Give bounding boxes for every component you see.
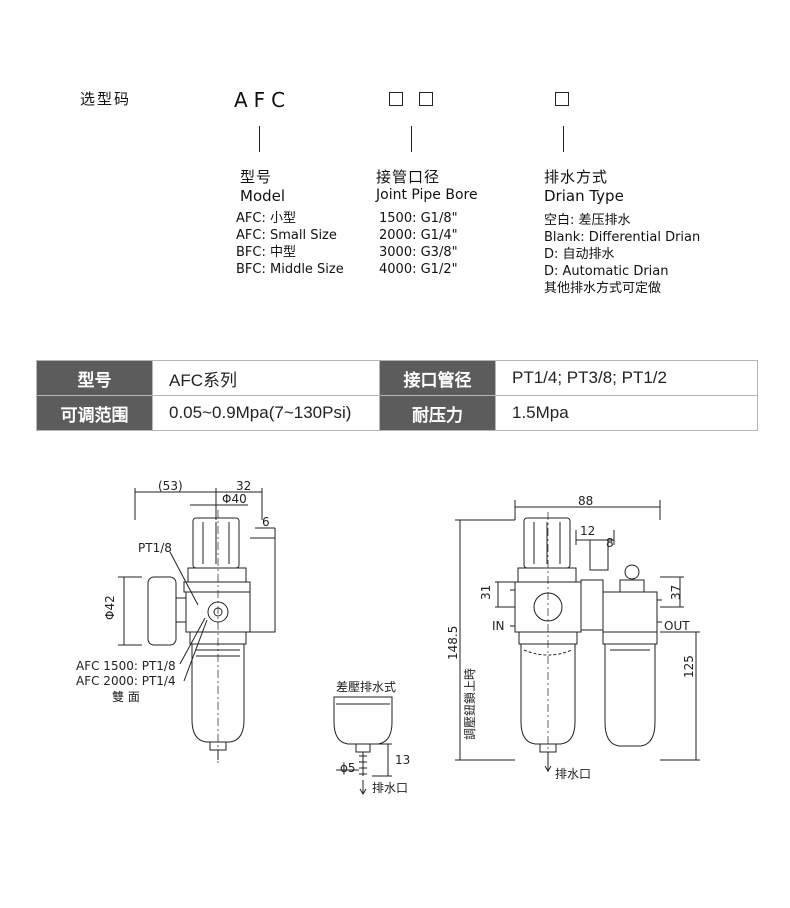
dim-label: 31 xyxy=(479,585,493,600)
dim-label: ϕ5 xyxy=(340,761,356,775)
spec-key: 接口管径 xyxy=(379,360,496,396)
bore-item: 2000: G1/4" xyxy=(379,228,458,243)
code-box-bore-2 xyxy=(419,92,433,106)
bore-title-en: Joint Pipe Bore xyxy=(376,187,478,203)
dim-label: Φ42 xyxy=(103,595,117,620)
right-front-view xyxy=(455,500,700,772)
dim-label: Φ40 xyxy=(222,492,247,506)
spec-table: 型号 AFC系列 接口管径 PT1/4; PT3/8; PT1/2 可调范围 0… xyxy=(36,360,758,431)
spec-value: 1.5Mpa xyxy=(495,395,758,431)
detail-title: 差壓排水式 xyxy=(336,680,396,694)
left-side-view xyxy=(118,488,276,765)
model-title-cn: 型号 xyxy=(240,168,273,186)
model-prefix: AFC xyxy=(234,88,292,112)
note-label: AFC 2000: PT1/4 xyxy=(76,674,176,688)
spec-row: 可调范围 0.05~0.9Mpa(7~130Psi) 耐压力 1.5Mpa xyxy=(36,395,758,431)
model-item: BFC: 中型 xyxy=(236,245,296,260)
dim-label: 125 xyxy=(682,655,696,678)
leader-bore xyxy=(411,126,412,152)
drain-label: 排水口 xyxy=(555,767,591,781)
drain-item: Blank: Differential Drian xyxy=(544,230,701,245)
code-box-bore-1 xyxy=(389,92,403,106)
spec-key: 型号 xyxy=(36,360,153,396)
dim-label: 6 xyxy=(262,515,270,529)
spec-value: PT1/4; PT3/8; PT1/2 xyxy=(495,360,758,396)
spec-value: 0.05~0.9Mpa(7~130Psi) xyxy=(152,395,380,431)
selection-code-label: 选型码 xyxy=(80,90,132,108)
port-label: IN xyxy=(492,619,505,633)
model-item: AFC: 小型 xyxy=(236,211,296,226)
dim-label: 8 xyxy=(606,536,614,550)
drain-item: D: Automatic Drian xyxy=(544,264,669,279)
dim-label: 88 xyxy=(578,494,593,508)
dim-label: 37 xyxy=(669,585,683,600)
note-label: AFC 1500: PT1/8 xyxy=(76,659,176,673)
spec-row: 型号 AFC系列 接口管径 PT1/4; PT3/8; PT1/2 xyxy=(36,360,758,396)
bore-item: 3000: G3/8" xyxy=(379,245,458,260)
side-note: 調壓鈕鎖上時 xyxy=(462,668,477,740)
spec-value: AFC系列 xyxy=(152,360,380,396)
drain-title-en: Drian Type xyxy=(544,187,624,205)
model-title-en: Model xyxy=(240,187,286,205)
note-label: 雙 面 xyxy=(112,690,140,704)
code-box-drain xyxy=(555,92,569,106)
drain-item: 其他排水方式可定做 xyxy=(544,281,662,296)
drain-detail-view xyxy=(333,696,393,795)
drain-title-cn: 排水方式 xyxy=(544,168,609,186)
drain-item: D: 自动排水 xyxy=(544,247,615,262)
leader-drain xyxy=(563,126,564,152)
drain-label: 排水口 xyxy=(372,781,408,795)
port-label: PT1/8 xyxy=(138,541,172,555)
leader-model xyxy=(259,126,260,152)
bore-item: 1500: G1/8" xyxy=(379,211,458,226)
drain-item: 空白: 差压排水 xyxy=(544,213,631,228)
dimension-drawings: (53) 32 Φ40 6 Φ42 PT1/8 AFC 1500: PT1/8 … xyxy=(76,479,700,795)
spec-key: 可调范围 xyxy=(36,395,153,431)
spec-key: 耐压力 xyxy=(379,395,496,431)
dim-label: 148.5 xyxy=(446,626,460,660)
dim-label: (53) xyxy=(158,479,183,493)
dim-label: 13 xyxy=(395,753,410,767)
model-item: BFC: Middle Size xyxy=(236,262,344,277)
model-item: AFC: Small Size xyxy=(236,228,337,243)
bore-title-cn: 接管口径 xyxy=(376,168,441,186)
port-label: OUT xyxy=(664,619,690,633)
dim-label: 12 xyxy=(580,524,595,538)
dim-label: 32 xyxy=(236,479,251,493)
bore-item: 4000: G1/2" xyxy=(379,262,458,277)
